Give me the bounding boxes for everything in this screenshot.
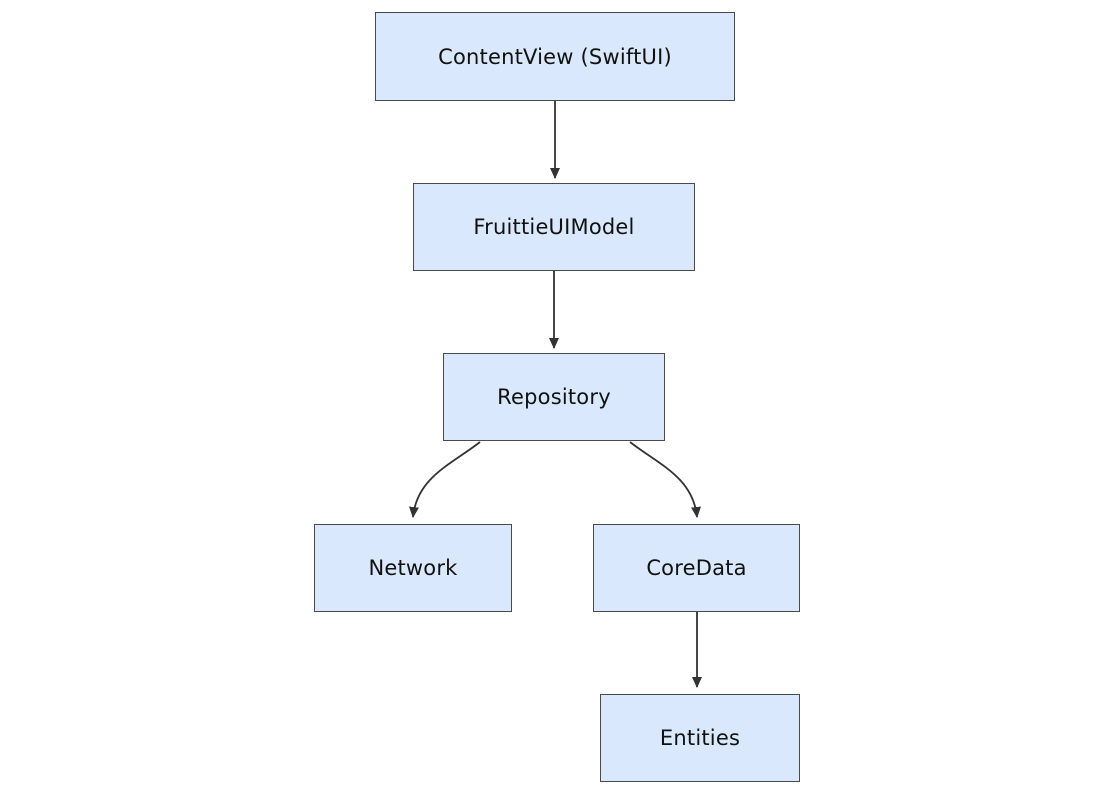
node-entities: Entities (600, 694, 800, 782)
node-contentview-label: ContentView (SwiftUI) (438, 44, 672, 69)
node-fruittieuimodel: FruittieUIModel (413, 183, 695, 271)
node-network: Network (314, 524, 512, 612)
edge-repository-to-network (409, 441, 481, 518)
node-entities-label: Entities (659, 726, 741, 750)
node-network-label: Network (368, 556, 458, 580)
node-fruittieuimodel-label: FruittieUIModel (473, 215, 635, 239)
edge-repository-to-coredata (629, 441, 701, 518)
node-coredata-label: CoreData (646, 556, 747, 580)
node-coredata: CoreData (593, 524, 800, 612)
node-repository: Repository (443, 353, 665, 441)
node-repository-label: Repository (497, 385, 611, 409)
node-contentview-swiftui: ContentView (SwiftUI) (375, 12, 735, 101)
